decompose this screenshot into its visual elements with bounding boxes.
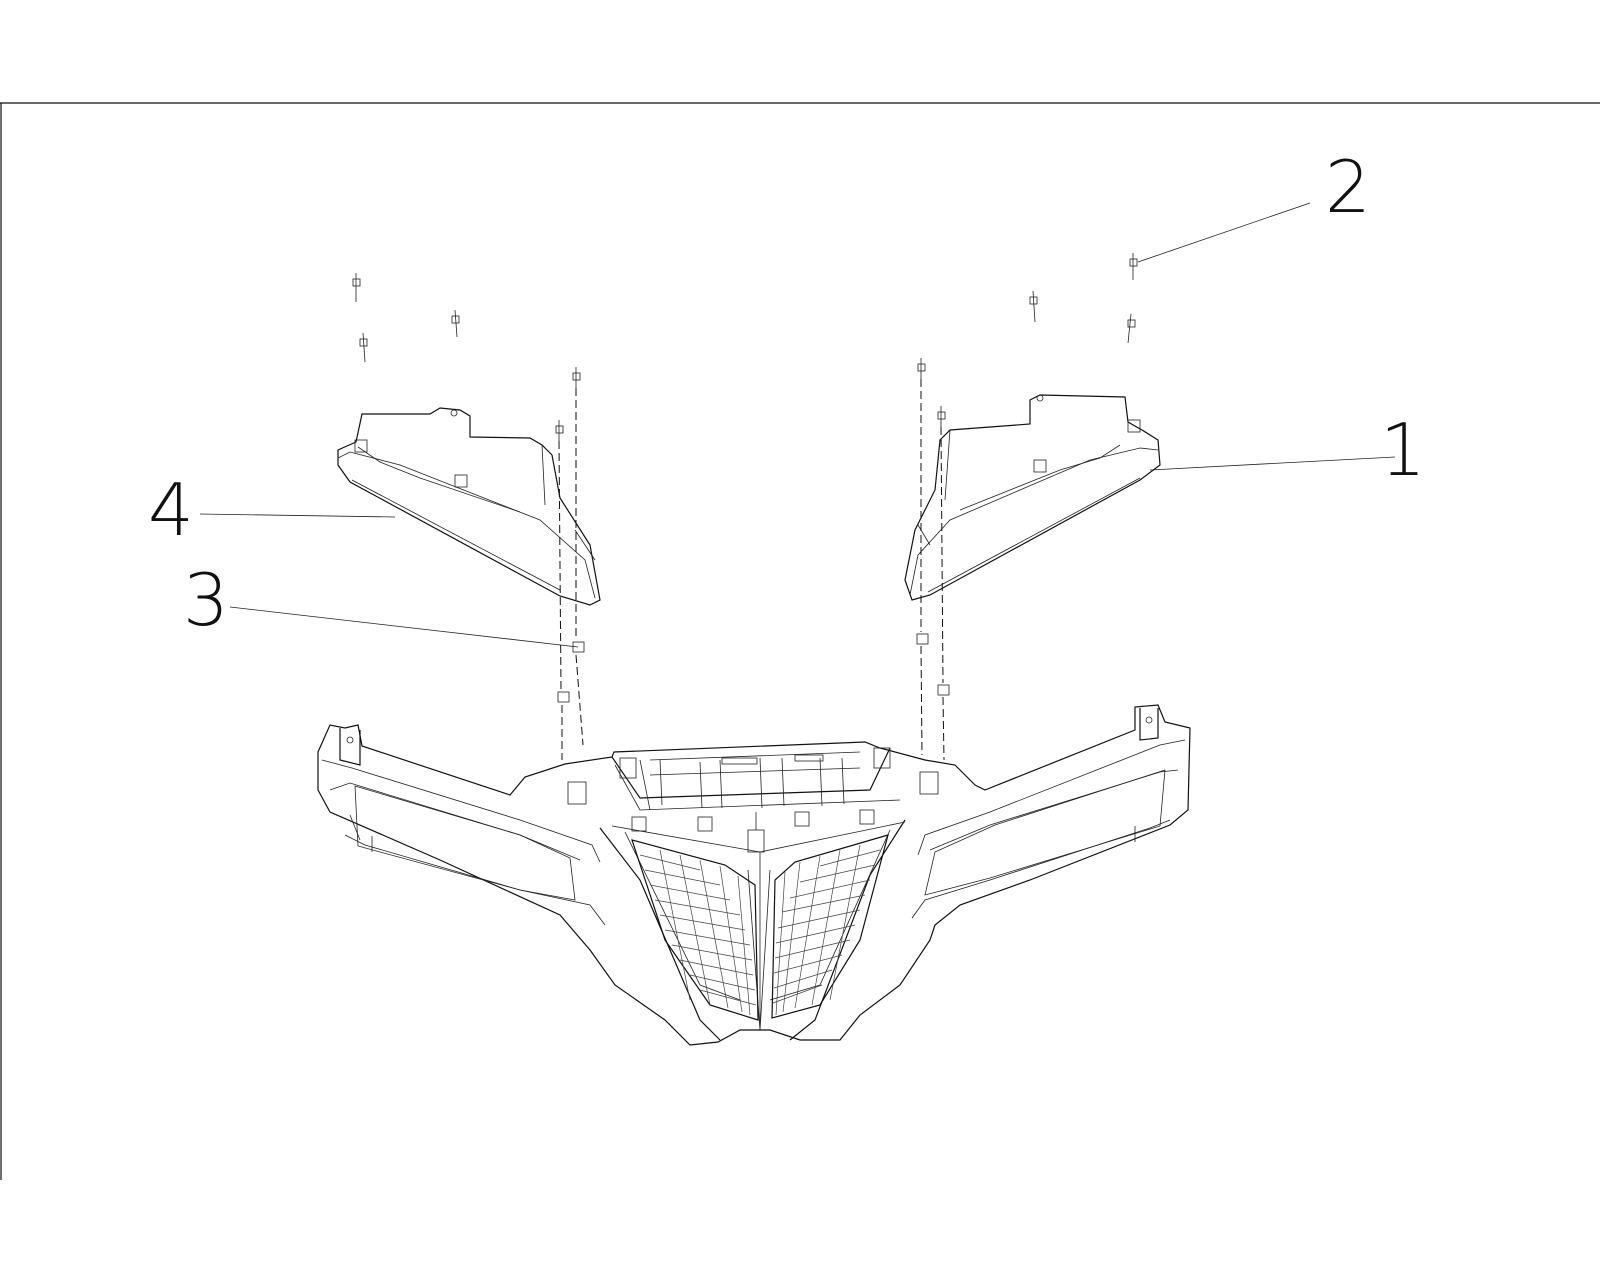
- screw: [352, 273, 361, 302]
- clip-nut-set: [557, 633, 950, 703]
- leader-2: [1137, 202, 1311, 263]
- screw: [937, 406, 946, 427]
- left-headlight-unit: [337, 407, 601, 606]
- drawing-frame: [0, 102, 1600, 1180]
- right-headlight-unit: [904, 394, 1161, 601]
- left-grille-mesh: [639, 849, 757, 1016]
- screw: [917, 358, 926, 379]
- leader-3: [229, 606, 579, 648]
- screw: [1129, 253, 1138, 280]
- right-grille-mesh: [772, 844, 881, 1016]
- callout-leaders: [199, 202, 1396, 648]
- screw: [359, 332, 368, 363]
- screw: [451, 309, 460, 338]
- callout-4: 4: [148, 468, 194, 552]
- clip-nut: [572, 641, 585, 653]
- callout-3: 3: [183, 558, 229, 642]
- front-cowl-assembly: [317, 704, 1191, 1046]
- clip-nut: [916, 633, 929, 645]
- screw: [572, 367, 581, 388]
- screw-set: [352, 253, 1138, 441]
- screw: [555, 420, 564, 441]
- clip-nut: [557, 691, 570, 703]
- clip-nut: [937, 684, 950, 696]
- screw: [1029, 290, 1038, 323]
- leader-4: [199, 513, 396, 518]
- leader-1: [1149, 456, 1396, 471]
- callout-2: 2: [1325, 145, 1371, 229]
- screw: [1127, 313, 1136, 344]
- assembly-lines: [558, 379, 945, 761]
- callout-labels: 1 2 3 4: [148, 145, 1426, 642]
- callout-1: 1: [1380, 408, 1426, 492]
